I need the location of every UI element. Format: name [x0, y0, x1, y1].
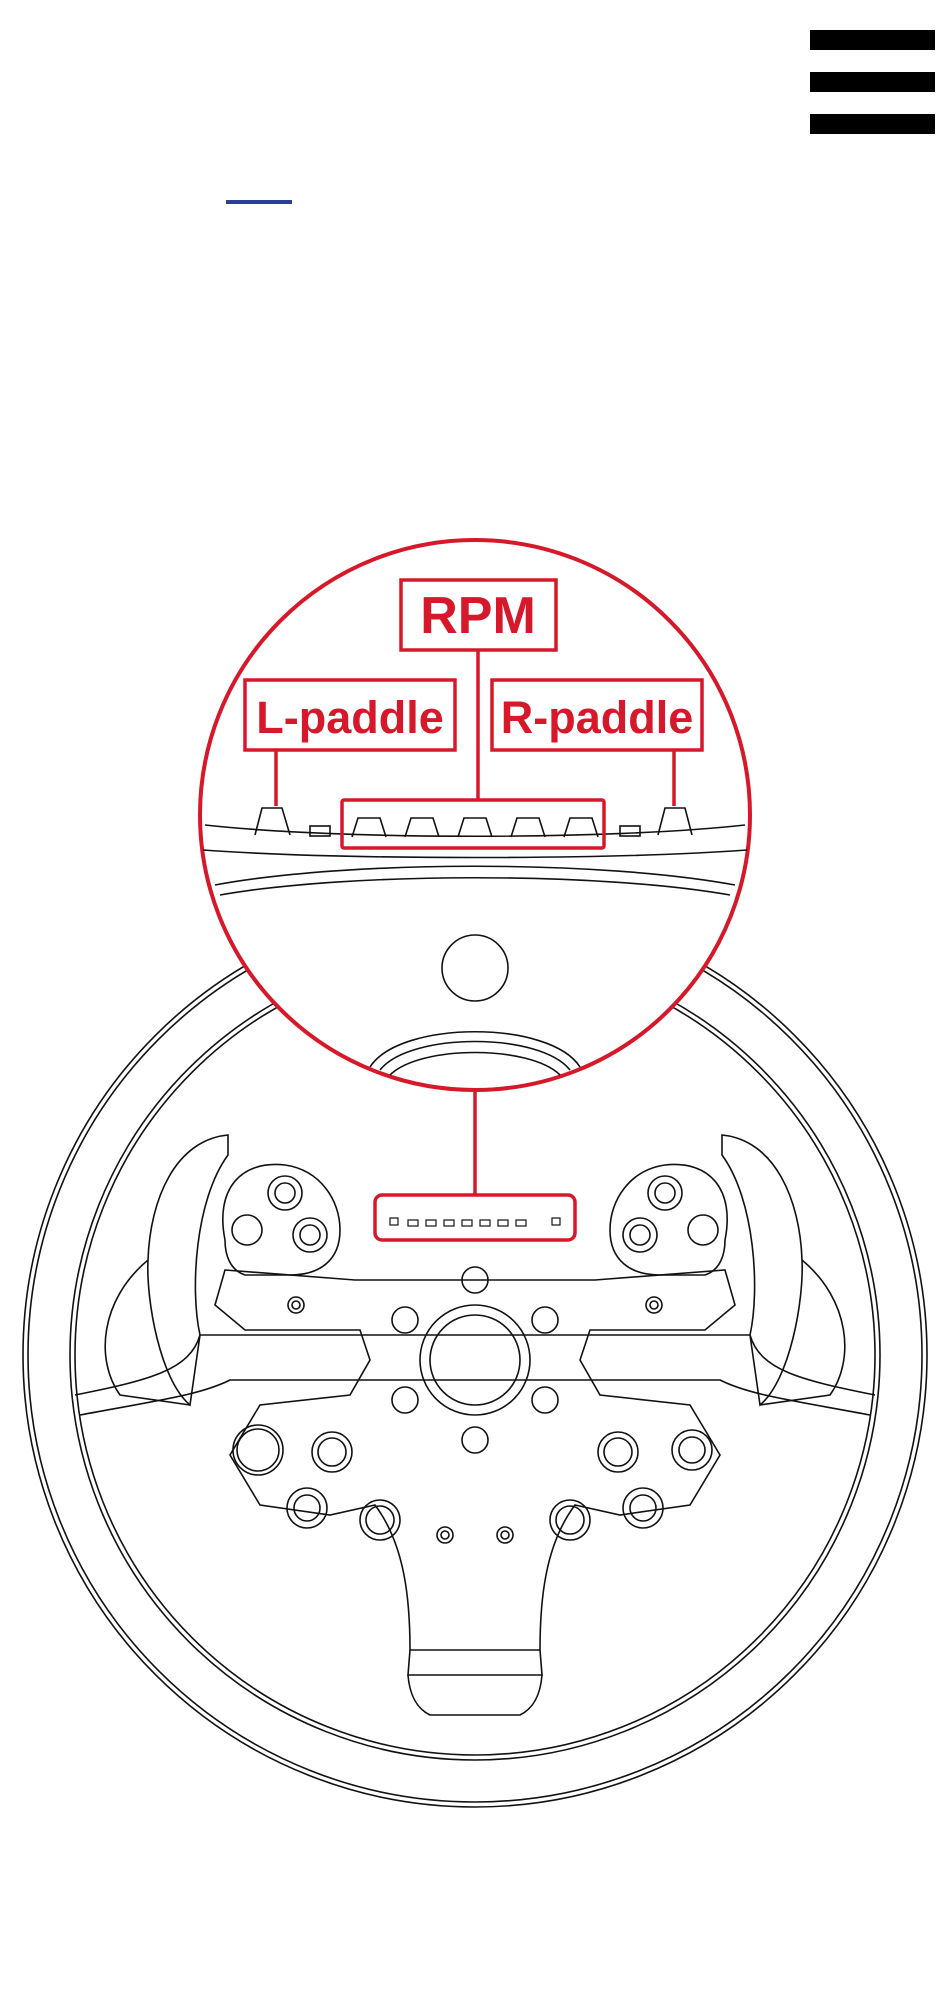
wheel-rpm-leds	[390, 1218, 560, 1226]
button-ur-3	[688, 1215, 718, 1245]
button-lr-1-inner	[679, 1437, 705, 1463]
r-paddle-label: R-paddle	[501, 692, 694, 743]
button-ur-1	[648, 1176, 682, 1210]
button-ul-3	[232, 1215, 262, 1245]
right-button-pod	[610, 1164, 727, 1275]
screw-bottom-left-inner	[441, 1531, 449, 1539]
button-ul-2	[293, 1218, 327, 1252]
button-ll-large-inner	[237, 1429, 279, 1471]
right-grip	[722, 1135, 802, 1405]
button-lr-1	[672, 1430, 712, 1470]
screw-bottom-right-inner	[501, 1531, 509, 1539]
button-ul-2-inner	[300, 1225, 320, 1245]
rotary-lr-2-inner	[556, 1506, 584, 1534]
hub-bolt-lr	[532, 1387, 558, 1413]
rotary-lr-1-inner	[604, 1438, 632, 1466]
hub-bolt-ur	[532, 1307, 558, 1333]
screw-bottom-left	[437, 1527, 453, 1543]
button-lr-2	[623, 1488, 663, 1528]
button-ll-large	[233, 1425, 283, 1475]
rpm-label: RPM	[420, 587, 536, 645]
wheel-bottom-clip	[408, 1650, 542, 1675]
spoke-lower	[80, 1380, 870, 1415]
zoom-callout: RPM L-paddle R-paddle	[200, 540, 750, 1240]
button-ur-1-inner	[655, 1183, 675, 1203]
hub-bolt-ul	[392, 1307, 418, 1333]
button-ll-2-inner	[294, 1495, 320, 1521]
center-hub-outer	[420, 1305, 530, 1415]
hub-bolt-ll	[392, 1387, 418, 1413]
button-ul-1-inner	[275, 1183, 295, 1203]
screw-bottom-right	[497, 1527, 513, 1543]
button-lr-2-inner	[630, 1495, 656, 1521]
button-ul-1	[268, 1176, 302, 1210]
left-button-pod	[223, 1164, 340, 1275]
screw-left-inner	[292, 1301, 300, 1309]
wheel-bottom-grip	[408, 1675, 542, 1715]
rotary-ll-2-inner	[366, 1506, 394, 1534]
screw-right-inner	[650, 1301, 658, 1309]
l-paddle-label: L-paddle	[256, 692, 444, 743]
hub-bolt-bottom	[462, 1427, 488, 1453]
wheel-rpm-highlight-box	[375, 1195, 575, 1240]
screw-right	[646, 1297, 662, 1313]
button-ll-2	[287, 1488, 327, 1528]
wheel-body	[215, 1270, 735, 1650]
left-grip	[148, 1135, 228, 1405]
center-hub-inner	[430, 1315, 520, 1405]
button-ur-2	[623, 1218, 657, 1252]
button-ur-2-inner	[630, 1225, 650, 1245]
screw-left	[288, 1297, 304, 1313]
rotary-ll-1-inner	[318, 1438, 346, 1466]
